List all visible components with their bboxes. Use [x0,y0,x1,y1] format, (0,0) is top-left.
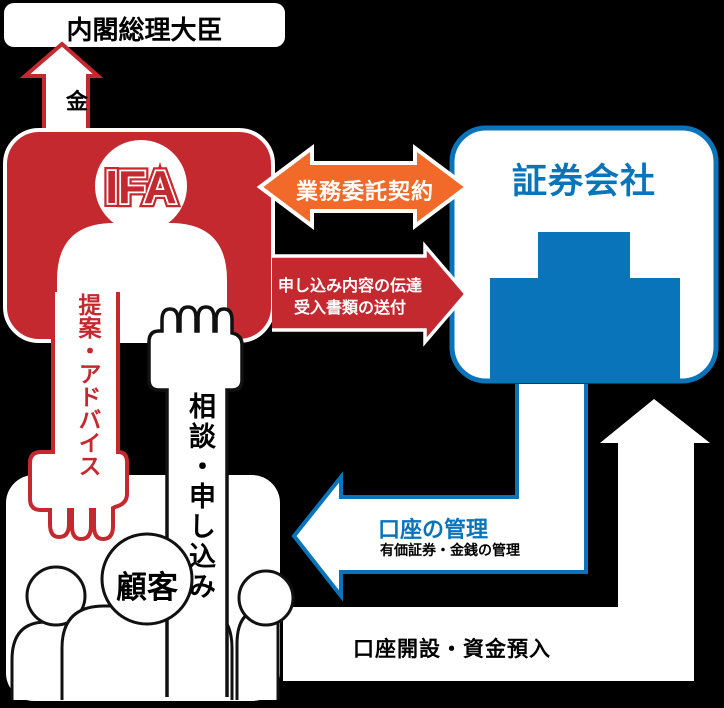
proposal-label: 提案・アドバイス [75,293,101,477]
prime-minister-label: 内閣総理大臣 [66,15,223,45]
account-management-arrow [291,384,588,602]
ifa-person-head [95,140,187,232]
account-opening-arrow [283,399,710,681]
account-management-title: 口座の管理 [377,517,488,542]
customer-right-head [237,569,295,627]
svg-text:IFA: IFA [105,161,177,213]
transfer-label-line2: 受入書類の送付 [293,300,406,317]
customer-center-head [100,532,194,626]
transfer-arrow [272,241,469,347]
account-opening-label: 口座開設・資金預入 [353,638,551,661]
securities-box-border [449,125,719,384]
proposal-arm-icon [28,292,129,542]
customers-label: 顧客 [116,570,178,605]
ifa-label: IFA IFA IFA [101,157,181,217]
consultation-label: 相談・申し込み [185,392,215,602]
prime-minister-box [4,3,285,47]
registration-arrow [19,41,104,134]
svg-text:IFA: IFA [105,161,177,213]
registration-arrow-label: 金 [65,89,88,114]
outsourcing-arrow [256,144,471,230]
securities-label: 証券会社 [511,162,656,201]
outsourcing-label: 業務委託契約 [295,179,434,204]
customer-left-head [25,565,87,627]
transfer-label-line1: 申し込み内容の伝達 [277,278,422,295]
svg-text:IFA: IFA [105,161,177,213]
account-management-subtitle: 有価証券・金銭の管理 [380,542,520,558]
building-icon [490,232,680,381]
